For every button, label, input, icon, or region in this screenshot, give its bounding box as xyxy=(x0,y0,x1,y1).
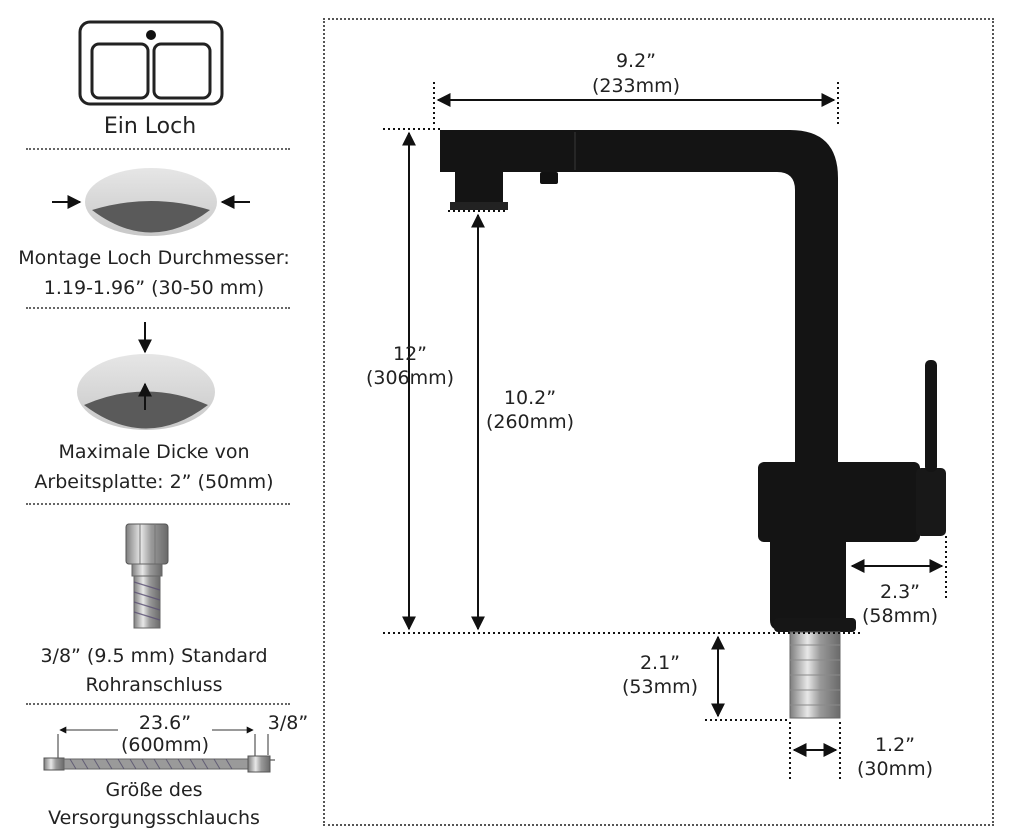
divider xyxy=(26,307,290,309)
lever-offset-mm: (58mm) xyxy=(861,605,939,627)
connection-value: Rohranschluss xyxy=(85,674,223,696)
divider xyxy=(26,503,290,505)
hose-length-mm: (600mm) xyxy=(120,734,210,756)
max-thickness-label: Maximale Dicke von xyxy=(58,441,250,463)
sink-icon xyxy=(78,20,224,106)
spout-height-in: 10.2” xyxy=(503,387,557,409)
hole-diameter-value: 1.19-1.96” (30-50 mm) xyxy=(43,277,265,299)
divider xyxy=(26,703,290,705)
hole-diameter-icon xyxy=(52,168,250,236)
dimension-lines xyxy=(383,82,947,780)
faucet-illustration xyxy=(440,130,946,719)
connection-label: 3/8” (9.5 mm) Standard xyxy=(40,645,268,667)
spout-reach-mm: (233mm) xyxy=(591,75,681,97)
hole-diameter-label: Montage Loch Durchmesser: xyxy=(18,247,290,269)
total-height-in: 12” xyxy=(392,343,428,365)
divider xyxy=(26,148,290,150)
hose-length-in: 23.6” xyxy=(138,712,192,734)
spout-reach-in: 9.2” xyxy=(615,50,657,72)
hose-title-2: Versorgungsschlauchs xyxy=(48,807,260,829)
shank-diameter-mm: (30mm) xyxy=(856,758,934,780)
hose-icon xyxy=(43,726,275,773)
shank-length-mm: (53mm) xyxy=(621,676,699,698)
hose-thread-label: 3/8” xyxy=(267,712,309,734)
spout-height-mm: (260mm) xyxy=(485,411,575,433)
one-hole-label: Ein Loch xyxy=(103,114,197,139)
countertop-thickness-icon xyxy=(77,322,215,430)
hose-connector-icon xyxy=(125,523,169,629)
hose-title: Größe des xyxy=(105,779,203,801)
shank-diameter-in: 1.2” xyxy=(874,734,916,756)
drawing-frame xyxy=(323,18,994,826)
shank-length-in: 2.1” xyxy=(639,652,681,674)
total-height-mm: (306mm) xyxy=(365,367,455,389)
max-thickness-value: Arbeitsplatte: 2” (50mm) xyxy=(34,471,274,493)
lever-offset-in: 2.3” xyxy=(879,581,921,603)
